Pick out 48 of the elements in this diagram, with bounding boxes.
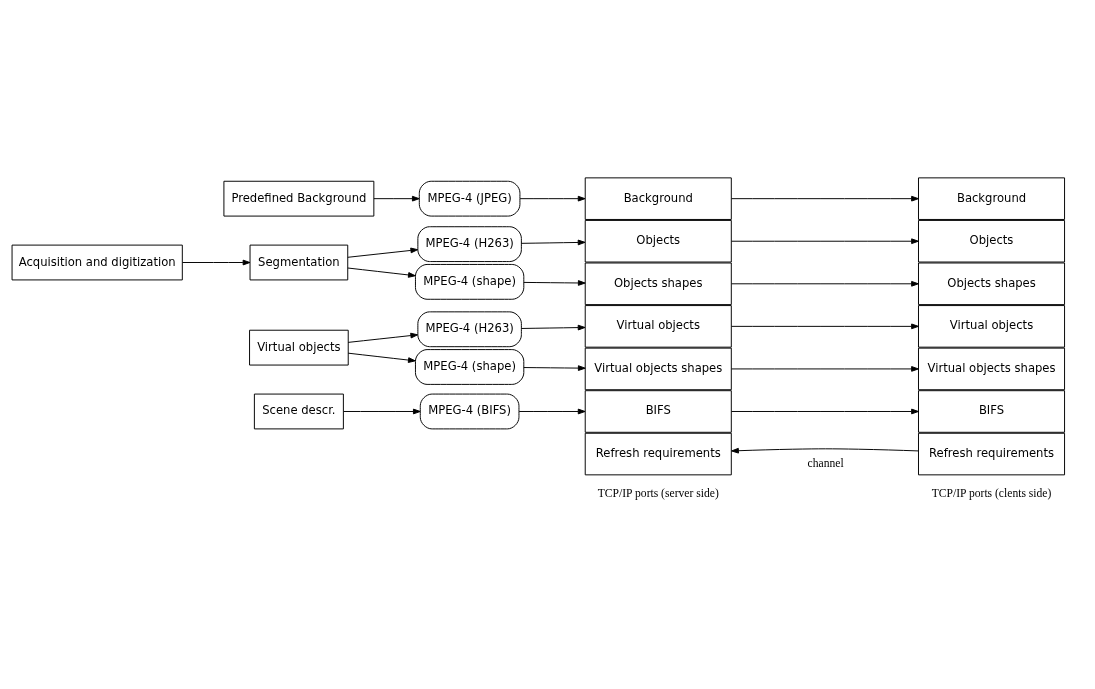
node-box: Virtual objects shapes xyxy=(918,347,1066,391)
node-box: MPEG-4 (JPEG) xyxy=(418,180,521,217)
arrow xyxy=(519,195,586,202)
arrow xyxy=(343,408,421,415)
node-box: Objects xyxy=(918,219,1066,263)
node-box: Acquisition and digitization xyxy=(11,244,183,281)
node-box: BIFS xyxy=(918,390,1066,433)
arrow xyxy=(731,408,919,415)
arrow xyxy=(347,247,419,258)
arrow xyxy=(518,408,586,415)
node-box: Objects shapes xyxy=(918,262,1066,306)
node-box: Background xyxy=(918,177,1066,220)
node-box: MPEG-4 (BIFS) xyxy=(419,393,520,430)
arrow xyxy=(373,195,420,202)
node-box: Virtual objects xyxy=(584,305,732,348)
node-box: MPEG-4 (shape) xyxy=(414,349,525,385)
node-box: MPEG-4 (H263) xyxy=(417,226,522,263)
node-box: Refresh requirements xyxy=(918,432,1066,476)
label: channel xyxy=(807,456,844,470)
node-box: BIFS xyxy=(584,390,732,433)
node-box: Scene descr. xyxy=(253,393,344,430)
arrow xyxy=(182,259,251,266)
arrow xyxy=(731,447,919,454)
arrow xyxy=(731,323,919,330)
arrow xyxy=(731,195,919,202)
node-box: Objects shapes xyxy=(584,262,732,306)
arrow xyxy=(347,267,416,278)
node-box: Virtual objects xyxy=(918,305,1066,348)
label: TCP/IP ports (clents side) xyxy=(931,486,1052,500)
node-box: Background xyxy=(584,177,732,220)
node-box: Predefined Background xyxy=(223,180,375,217)
label: TCP/IP ports (server side) xyxy=(597,486,719,500)
arrow xyxy=(523,365,586,371)
arrow xyxy=(521,324,586,331)
node-box: Virtual objects shapes xyxy=(584,347,732,391)
arrow xyxy=(347,352,416,363)
node-box: Refresh requirements xyxy=(584,432,732,476)
arrow xyxy=(523,280,586,286)
arrow xyxy=(731,280,919,287)
arrow xyxy=(521,239,586,246)
arrow xyxy=(731,366,919,372)
arrow xyxy=(347,332,419,343)
arrow xyxy=(731,238,919,245)
node-box: MPEG-4 (H263) xyxy=(417,311,522,348)
node-box: MPEG-4 (shape) xyxy=(414,263,525,300)
node-box: Objects xyxy=(584,219,732,263)
node-box: Segmentation xyxy=(249,244,349,281)
node-box: Virtual objects xyxy=(249,329,349,366)
